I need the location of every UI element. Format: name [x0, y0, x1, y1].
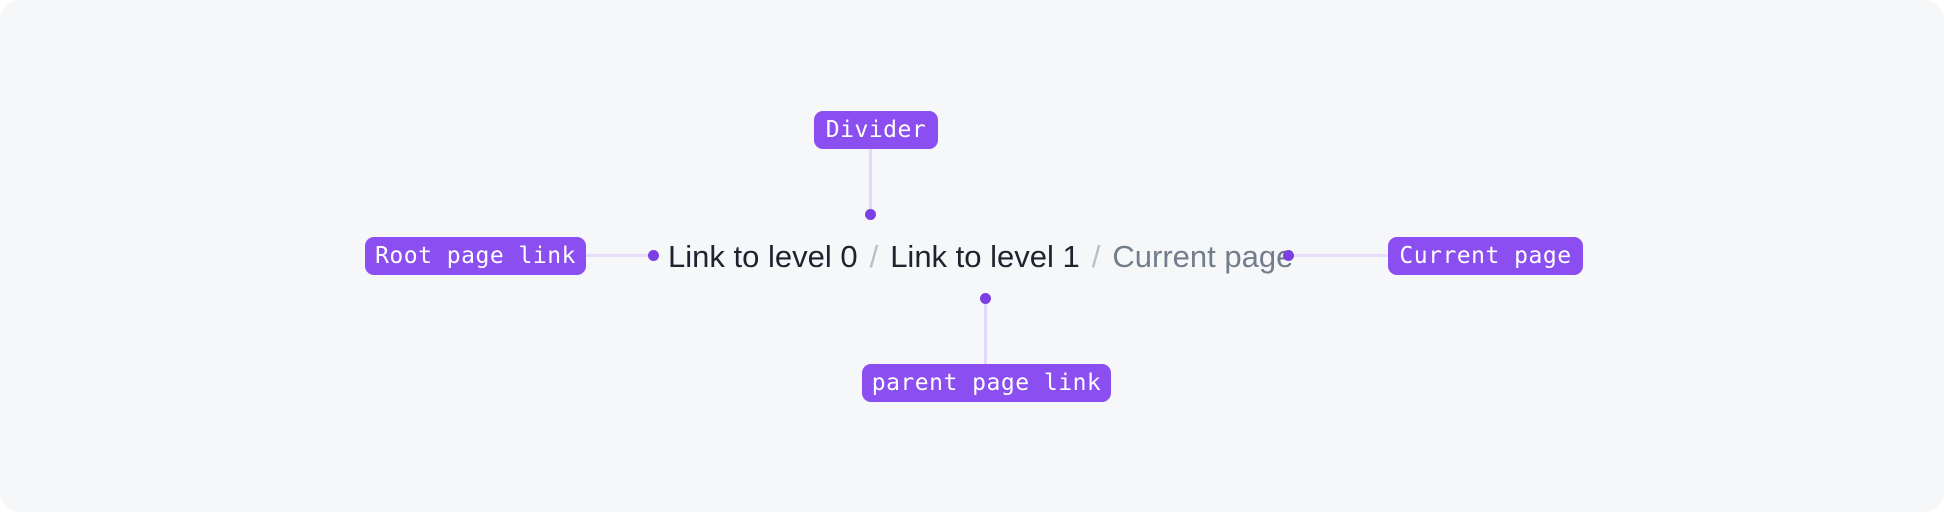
annotation-pill-divider: Divider — [814, 111, 938, 149]
connector-dot-divider — [865, 209, 876, 220]
connector-line-current-page — [1291, 254, 1389, 257]
breadcrumb-item-current-page: Current page — [1112, 238, 1294, 274]
connector-line-root-page-link — [586, 254, 653, 257]
breadcrumb-separator-1: / — [869, 238, 879, 274]
connector-line-divider — [869, 149, 872, 215]
breadcrumb-separator-2: / — [1091, 238, 1101, 274]
annotation-pill-root-page-link: Root page link — [365, 237, 586, 275]
connector-dot-parent-page-link — [980, 293, 991, 304]
breadcrumb: Link to level 0 / Link to level 1 / Curr… — [668, 235, 1293, 277]
connector-line-parent-page-link — [984, 299, 987, 365]
annotation-pill-current-page: Current page — [1388, 237, 1583, 275]
annotation-pill-parent-page-link: parent page link — [862, 364, 1111, 402]
breadcrumb-item-level-0[interactable]: Link to level 0 — [668, 238, 858, 274]
breadcrumb-item-level-1[interactable]: Link to level 1 — [890, 238, 1080, 274]
connector-dot-root-page-link — [648, 250, 659, 261]
connector-dot-current-page — [1283, 250, 1294, 261]
